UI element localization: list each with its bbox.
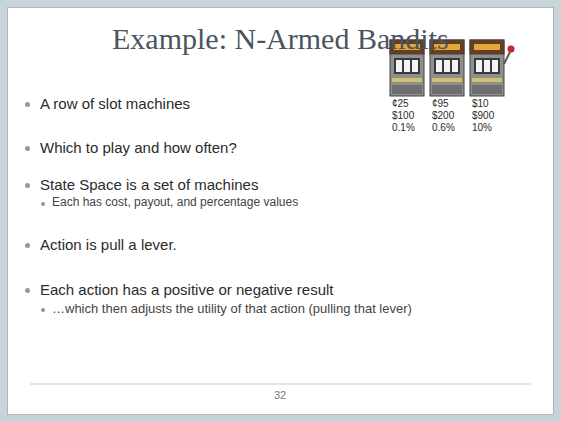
sub-bullet-text: Each has cost, payout, and percentage va… [52,196,298,210]
machine-cost: $10 [472,98,489,110]
bullet-text: A row of slot machines [40,95,190,112]
bullet-dot [25,146,30,151]
machine-payout: $200 [432,110,454,122]
machine-odds: 0.6% [432,122,455,134]
bullet-text: State Space is a set of machines [40,176,258,193]
page-number: 32 [274,389,286,402]
machine-cost: ¢25 [392,98,409,110]
bullet-dot [25,183,30,188]
machine-odds: 10% [472,122,492,134]
machine-payout: $900 [472,110,494,122]
bullet-text: Action is pull a lever. [40,236,177,253]
bullet-dot [25,288,30,293]
bullet-dot [25,102,30,107]
bullet-dot [25,243,30,248]
bullet-text: Which to play and how often? [40,139,237,156]
machine-cost: ¢95 [432,98,449,110]
machine-payout: $100 [392,110,414,122]
bullet-dot [41,308,45,312]
slide-title: Example: N-Armed Bandits [112,22,449,57]
sub-bullet-text: …which then adjusts the utility of that … [52,302,522,317]
machine-odds: 0.1% [392,122,415,134]
bullet-text: Each action has a positive or negative r… [40,281,334,298]
bullet-dot [41,202,45,206]
